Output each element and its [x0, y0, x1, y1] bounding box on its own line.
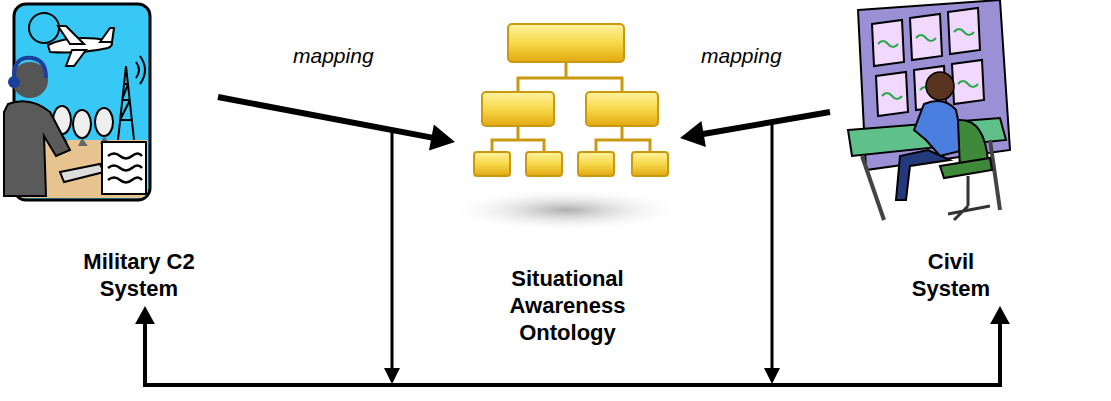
connector: [218, 97, 433, 138]
military-illustration: [0, 0, 220, 240]
node-label: Civil System: [901, 248, 1001, 302]
arrow-head: [429, 125, 455, 151]
node-label: Situational Awareness Ontology: [498, 265, 638, 346]
node-label: Military C2 System: [69, 248, 209, 302]
ontology-node: Situational Awareness Ontology: [455, 20, 680, 350]
edge-label: mapping: [698, 44, 785, 68]
connector: [702, 112, 830, 134]
civil-illustration: [0, 0, 1111, 240]
system-node: Civil System: [830, 0, 1030, 306]
system-node: Military C2 System: [0, 0, 218, 306]
arrow-head: [135, 306, 155, 324]
arrow-head: [990, 306, 1010, 324]
arrow-head: [680, 121, 706, 147]
edge-label: mapping: [290, 44, 377, 68]
